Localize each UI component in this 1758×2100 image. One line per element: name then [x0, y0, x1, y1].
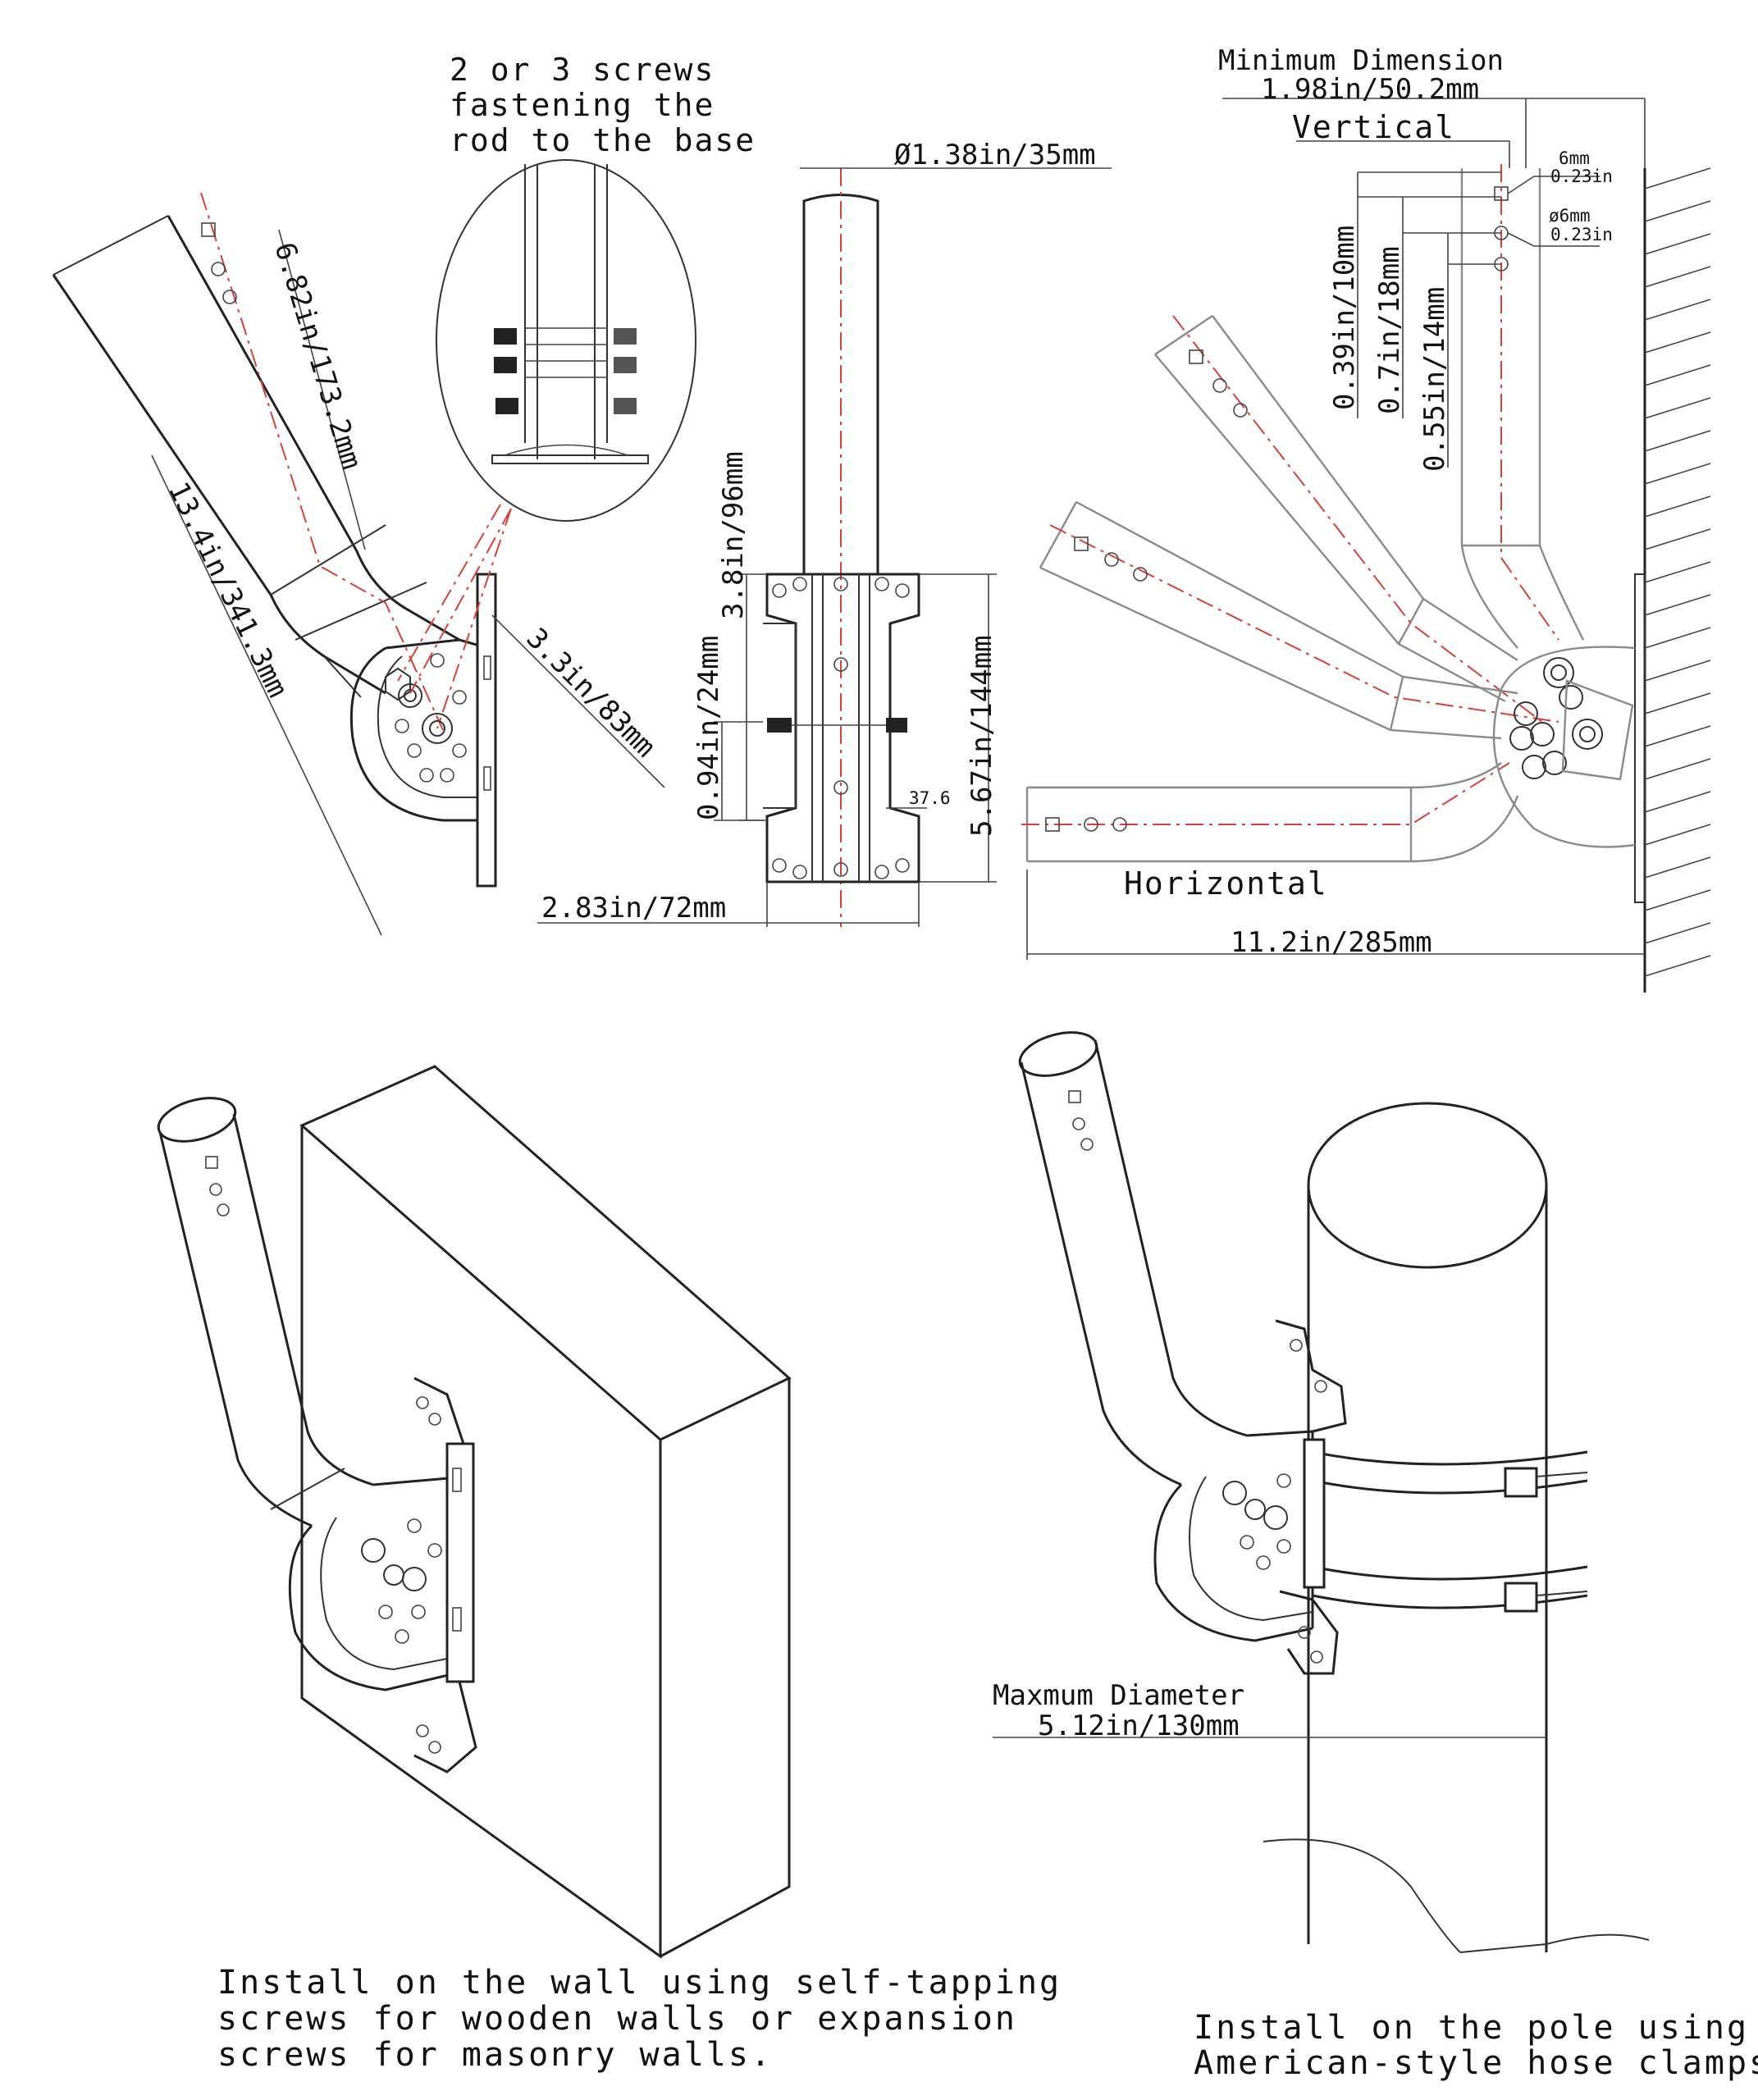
round-hole-in: 0.23in — [1550, 225, 1613, 244]
wall-install-view — [157, 1065, 792, 1959]
vertical-label: Vertical — [1292, 109, 1455, 145]
bracket-height-dimension: 5.67in/144mm — [966, 635, 998, 837]
horizontal-label: Horizontal — [1124, 865, 1328, 902]
wall-caption-line-1: Install on the wall using self-tapping — [217, 1964, 1062, 2002]
min-dimension-value: 1.98in/50.2mm — [1261, 73, 1479, 106]
front-bracket-view — [537, 167, 1112, 927]
bracket-inner-dimension: 0.94in/24mm — [692, 636, 725, 820]
square-hole-mm: 6mm — [1559, 148, 1590, 168]
hole-spacing-c: 0.55in/14mm — [1418, 287, 1451, 472]
screw-callout-detail — [436, 159, 696, 522]
rod-length-dimension: 3.8in/96mm — [717, 451, 750, 619]
pole-install-view — [993, 1031, 1650, 1953]
hole-spacing-a: 0.39in/10mm — [1328, 226, 1361, 410]
angled-arm-view — [52, 192, 665, 936]
rotation-range-view — [1021, 98, 1711, 993]
round-hole-mm: ø6mm — [1549, 206, 1591, 226]
max-diameter-value: 5.12in/130mm — [1038, 1710, 1240, 1742]
hole-spacing-b: 0.7in/18mm — [1373, 246, 1406, 414]
pivot-offset-dimension: 3.3in/83mm — [520, 622, 662, 764]
wall-caption-line-3: screws for masonry walls. — [217, 2036, 773, 2074]
bracket-width-dimension: 2.83in/72mm — [541, 892, 726, 924]
callout-line-1: 2 or 3 screws — [450, 52, 715, 88]
pole-caption-line-2: American-style hose clamps. — [1194, 2044, 1758, 2082]
total-arm-dimension: 13.4in/341.3mm — [162, 477, 295, 702]
rod-diameter-dimension: Ø1.38in/35mm — [894, 139, 1096, 171]
small-mark: 37.6 — [909, 788, 951, 808]
upper-arm-dimension: 6.82in/173.2mm — [267, 239, 368, 473]
pole-caption-line-1: Install on the pole using — [1194, 2009, 1749, 2047]
min-dimension-title: Minimum Dimension — [1218, 44, 1504, 77]
callout-line-3: rod to the base — [450, 122, 756, 158]
square-hole-in: 0.23in — [1550, 167, 1613, 186]
horizontal-reach-dimension: 11.2in/285mm — [1231, 926, 1432, 959]
max-diameter-title: Maxmum Diameter — [993, 1679, 1244, 1712]
wall-caption-line-2: screws for wooden walls or expansion — [217, 2000, 1017, 2038]
callout-line-2: fastening the — [450, 87, 715, 123]
